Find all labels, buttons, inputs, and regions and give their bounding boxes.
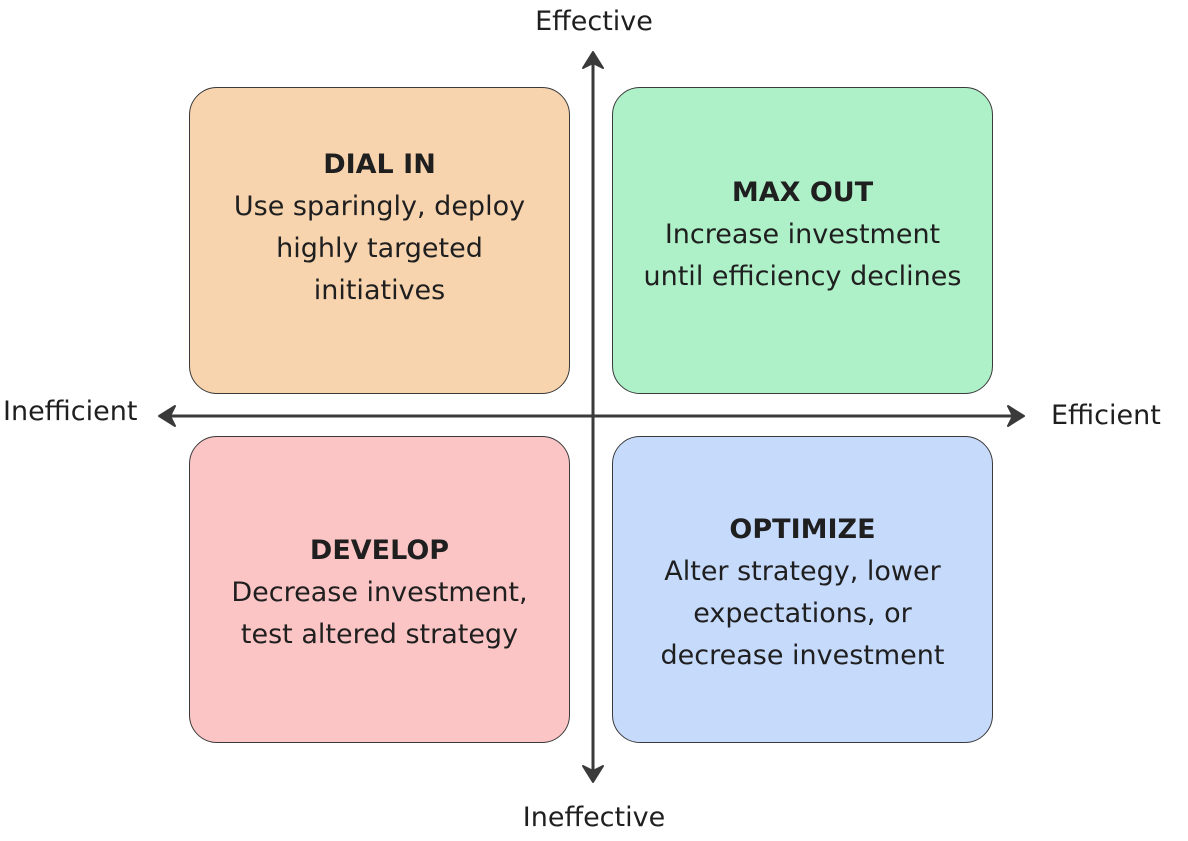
quadrant-max-out: MAX OUT Increase investment until effici… (612, 87, 993, 394)
quadrant-title: OPTIMIZE (729, 513, 876, 545)
quadrant-optimize: OPTIMIZE Alter strategy, lower expectati… (612, 436, 993, 743)
quadrant-description: Use sparingly, deploy highly targeted in… (233, 190, 526, 306)
axis-label-ineffective: Ineffective (522, 802, 666, 833)
arrow-down-icon (582, 765, 604, 783)
axis-label-inefficient: Inefficient (3, 396, 138, 427)
quadrant-description: Increase investment until efficiency dec… (643, 218, 962, 292)
quadrant-develop: DEVELOP Decrease investment, test altere… (189, 436, 570, 743)
axis-label-efficient: Efficient (1051, 400, 1161, 431)
quadrant-dial-in: DIAL IN Use sparingly, deploy highly tar… (189, 87, 570, 394)
quadrant-description: Alter strategy, lower expectations, or d… (660, 555, 945, 671)
quadrant-description: Decrease investment, test altered strate… (231, 576, 528, 650)
quadrant-title: MAX OUT (731, 176, 874, 208)
axis-label-effective: Effective (535, 6, 653, 37)
arrow-left-icon (158, 405, 176, 427)
quadrant-title: DEVELOP (309, 534, 450, 566)
arrow-up-icon (582, 51, 604, 69)
arrow-right-icon (1007, 405, 1025, 427)
quadrant-title: DIAL IN (323, 148, 436, 180)
